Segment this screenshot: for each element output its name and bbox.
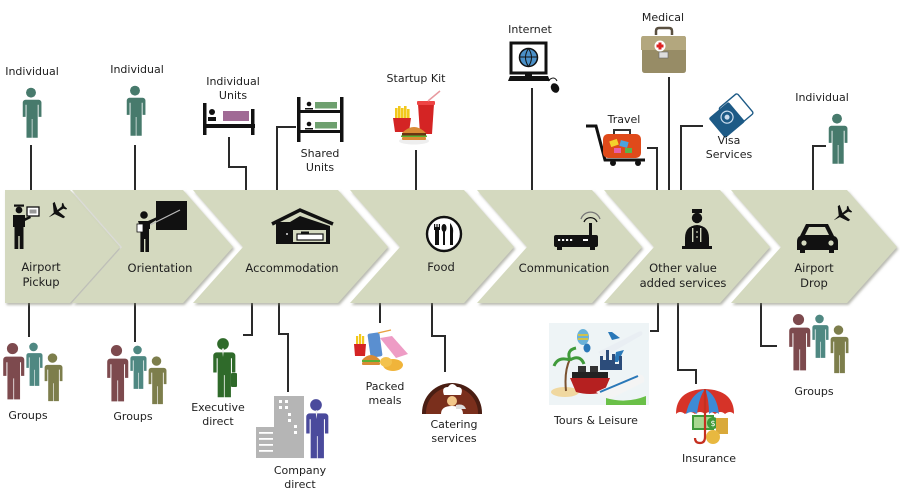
bottom-label-pickup-groups: Groups xyxy=(8,409,48,422)
concierge-icon xyxy=(682,209,712,249)
connector-catering xyxy=(431,303,446,372)
stage-label-accommodation: Accommodation xyxy=(245,261,339,275)
connector-lines xyxy=(28,77,826,392)
chevron-orientation xyxy=(72,190,233,303)
stage-label-orientation: Orientation xyxy=(127,261,193,275)
company-building-icon xyxy=(256,396,329,459)
bottom-label-orientation-groups: Groups xyxy=(113,410,153,423)
stage-label-communication: Communication xyxy=(518,261,610,275)
bottom-label-tours-leisure: Tours & Leisure xyxy=(554,414,638,427)
chevron-accommodation xyxy=(193,190,388,303)
single-bed-icon xyxy=(203,103,255,135)
bunk-bed-icon xyxy=(297,97,344,142)
svg-text:$: $ xyxy=(710,419,715,428)
person-icon xyxy=(828,113,848,164)
connector-insurance xyxy=(677,303,697,384)
driver-plane-icon xyxy=(13,200,67,249)
executive-icon xyxy=(213,338,237,398)
passport-icon xyxy=(709,93,754,138)
person-icon xyxy=(22,87,42,138)
top-label-orientation-individual: Individual xyxy=(110,63,164,76)
connector-tours xyxy=(650,303,659,332)
chef-icon xyxy=(422,383,482,414)
packed-meal-icon xyxy=(354,329,408,371)
group-icon xyxy=(107,345,167,405)
car-plane-icon xyxy=(797,203,852,253)
connector-visa xyxy=(680,125,703,190)
cutlery-icon xyxy=(425,215,463,253)
connector-drop-groups xyxy=(760,303,777,347)
bottom-label-insurance: Insurance xyxy=(682,452,736,465)
chevron-band xyxy=(5,190,897,303)
fast-food-icon xyxy=(393,90,441,145)
umbrella-money-icon: $ xyxy=(676,389,734,445)
bottom-label-drop-groups: Groups xyxy=(794,385,834,398)
connector-individual-units xyxy=(228,137,247,190)
top-label-drop-individual: Individual xyxy=(795,91,849,104)
top-label-pickup-individual: Individual xyxy=(5,65,59,78)
group-icon xyxy=(789,314,849,374)
travel-collage-icon xyxy=(549,323,649,405)
chevron-airport-pickup xyxy=(5,190,120,303)
connector-shared-units xyxy=(276,126,296,190)
person-icon xyxy=(126,85,146,136)
connector-company xyxy=(278,303,289,392)
connector-travel xyxy=(647,147,658,190)
connector-executive xyxy=(243,303,253,336)
top-label-startup-kit: Startup Kit xyxy=(386,72,446,85)
presenter-board-icon xyxy=(136,201,187,252)
top-label-travel: Travel xyxy=(607,113,641,126)
top-label-medical: Medical xyxy=(641,11,685,24)
router-icon xyxy=(554,211,601,250)
group-icon xyxy=(3,342,63,402)
computer-globe-icon xyxy=(508,41,560,93)
stage-label-food: Food xyxy=(427,260,455,274)
medical-bag-icon xyxy=(641,26,686,73)
luggage-cart-icon xyxy=(586,124,645,166)
top-label-internet: Internet xyxy=(508,23,552,36)
house-bed-icon xyxy=(271,208,334,244)
connector-drop-individual xyxy=(812,145,826,190)
